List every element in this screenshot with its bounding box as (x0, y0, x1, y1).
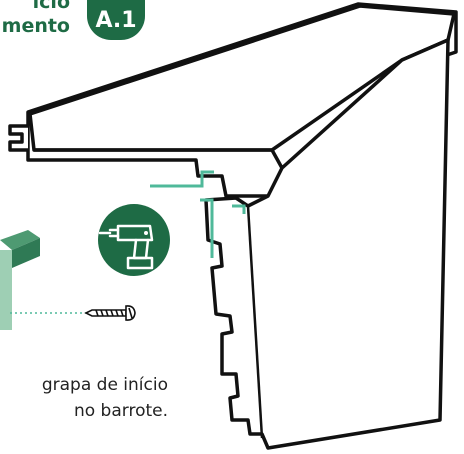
board-side (204, 38, 450, 450)
instruction-caption: grapa de início no barrote. (0, 372, 168, 424)
screw-icon (84, 305, 136, 321)
caption-line1: grapa de início (41, 375, 168, 395)
section-title-line2: mento (1, 15, 70, 37)
starter-clip (150, 170, 246, 258)
drill-icon (98, 204, 170, 276)
section-title-line1: icio (32, 0, 70, 13)
step-badge: A.1 (87, 0, 145, 40)
section-title: icio mento (0, 0, 70, 38)
caption-line2: no barrote. (73, 401, 168, 421)
joist (0, 230, 40, 330)
